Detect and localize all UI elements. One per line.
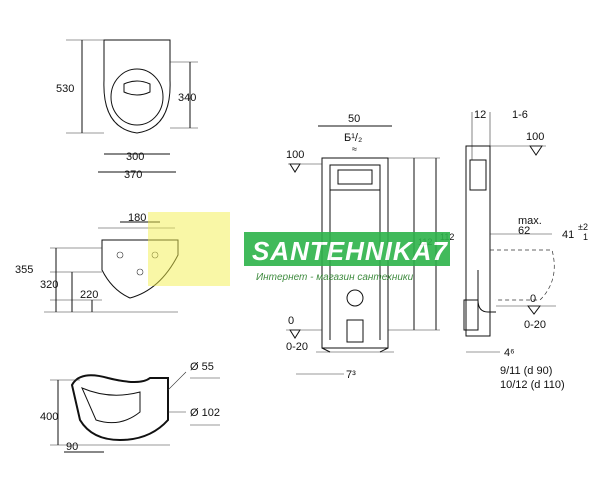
dim-tolerance: ±2 — [578, 222, 588, 232]
flush-symbol: Б¹/₂ — [344, 132, 362, 144]
dim-bottom: 7³ — [346, 369, 356, 381]
flush-wave-icon: ≈ — [352, 144, 357, 154]
dim-340: 340 — [178, 92, 196, 104]
bowl-side — [101, 239, 179, 299]
frame-side — [465, 145, 491, 337]
dim-90: 90 — [66, 441, 78, 453]
bowl-rim — [123, 80, 151, 96]
dim-d55: Ø 55 — [190, 361, 214, 373]
dim-50: 50 — [348, 113, 360, 125]
outlet-connector — [346, 289, 364, 307]
dim-220: 220 — [80, 289, 98, 301]
bowl-seat — [110, 68, 164, 126]
pipe-d110: 10/12 (d 110) — [500, 379, 565, 391]
dim-320: 320 — [40, 279, 58, 291]
bowl-section — [70, 374, 169, 442]
range-right: 0-20 — [524, 319, 546, 331]
pipe-d90: 9/11 (d 90) — [500, 365, 552, 377]
dim-100-left: 100 — [286, 149, 304, 161]
side-install-view: 12 1-6 100 max. 62 41 ±2 1 0 0-20 4⁶ 9/1… — [463, 109, 588, 391]
bowl-outline — [103, 39, 171, 134]
dim-tolerance2: 1 — [583, 232, 588, 242]
zero-left: 0 — [288, 315, 294, 327]
top-view: 530 340 300 370 — [56, 39, 198, 181]
dim-d102: Ø 102 — [190, 407, 220, 419]
dim-180: 180 — [128, 212, 146, 224]
brand-banner — [244, 232, 450, 266]
flush-plate — [337, 169, 373, 185]
section-view: 400 Ø 55 Ø 102 90 — [40, 361, 220, 453]
range-left: 0-20 — [286, 341, 308, 353]
dim-100-right: 100 — [526, 131, 544, 143]
dim-4: 4⁶ — [504, 347, 515, 359]
bowl-dashed — [490, 249, 555, 301]
dim-41: 41 — [562, 229, 574, 241]
dim-400: 400 — [40, 411, 58, 423]
yellow-overlay — [148, 212, 230, 286]
watermark-logo: SANTEHNIKA7 Интернет - магазин сантехник… — [148, 212, 450, 286]
dim-300: 300 — [126, 151, 144, 163]
side-view: 180 355 320 220 — [15, 212, 179, 313]
dim-370: 370 — [124, 169, 142, 181]
label-max: max. — [518, 215, 542, 227]
drain-pipe — [477, 270, 496, 313]
dim-1-6: 1-6 — [512, 109, 528, 121]
dim-355: 355 — [15, 264, 33, 276]
brand-subtitle: Интернет - магазин сантехники — [256, 272, 414, 283]
dim-12: 12 — [474, 109, 486, 121]
cistern — [329, 164, 381, 191]
brand-text: SANTEHNIKA7 — [252, 236, 448, 266]
dim-62: 62 — [518, 225, 530, 237]
dim-530: 530 — [56, 83, 74, 95]
zero-right: 0 — [530, 293, 536, 305]
